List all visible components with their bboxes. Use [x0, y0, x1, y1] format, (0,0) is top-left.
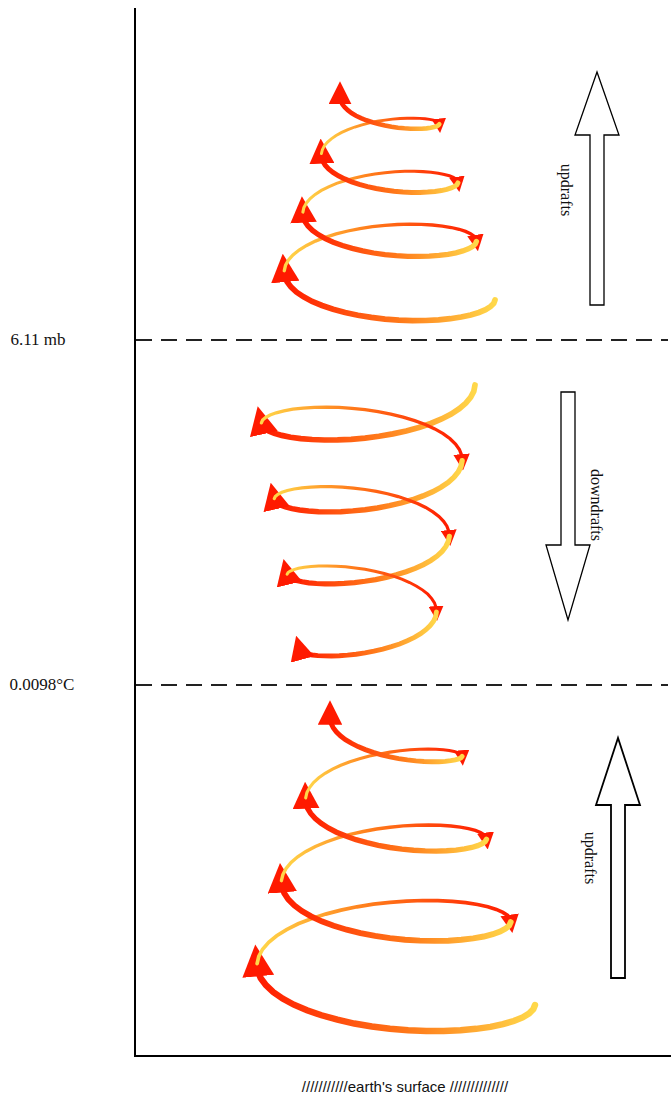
spiral-stroke [340, 95, 439, 129]
temperature-label: 0.0098°C [10, 675, 75, 695]
level-line [136, 684, 668, 686]
spiral-stroke [306, 798, 487, 851]
spiral-stroke [284, 271, 495, 321]
updraft-label: updrafts [557, 164, 575, 216]
downdraft-label: downdrafts [587, 469, 605, 541]
axis-line [134, 8, 136, 1057]
updraft-label: updrafts [581, 832, 599, 884]
spiral-stroke [261, 407, 462, 461]
spiral-stroke [300, 612, 436, 656]
spiral-stroke [287, 566, 436, 612]
spiral-stroke [287, 536, 449, 583]
spiral-stroke [330, 715, 462, 762]
spiral-stroke [281, 825, 486, 881]
spiral-stroke [303, 212, 477, 256]
spiral-stroke [274, 487, 449, 537]
pressure-label: 6.11 mb [10, 330, 65, 350]
surface-label: ///////////earth's surface /////////////… [302, 1078, 508, 1095]
spiral-stroke [257, 964, 535, 1031]
spiral-stroke [257, 901, 511, 964]
spiral-stroke [281, 881, 510, 941]
downdraft-arrow [546, 392, 590, 620]
surface-line [134, 1055, 671, 1057]
updraft-arrow [596, 738, 640, 978]
level-line [136, 339, 668, 341]
spiral-stroke [321, 154, 458, 193]
updraft-arrow [575, 72, 619, 305]
vortex-spirals [257, 95, 535, 1031]
